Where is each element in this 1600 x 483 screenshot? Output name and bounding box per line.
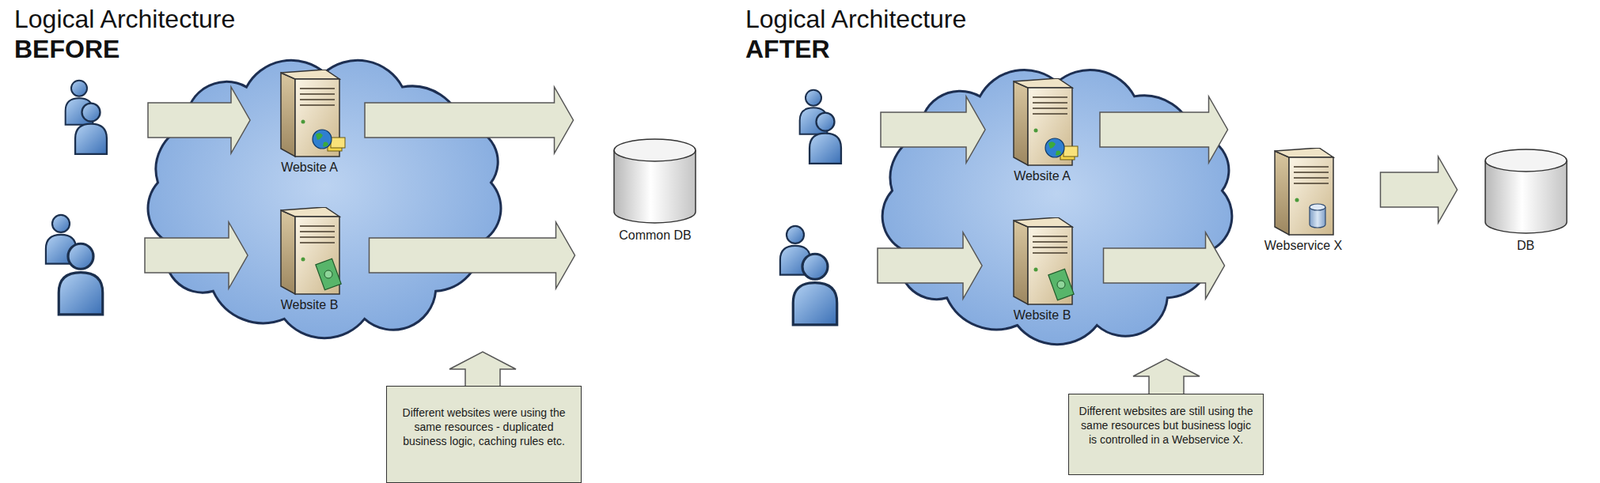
user-icon xyxy=(58,243,103,315)
block-arrow xyxy=(1103,232,1225,300)
node-label: Website A xyxy=(277,159,342,176)
server-icon xyxy=(280,69,340,157)
user-icon xyxy=(75,103,107,155)
block-arrow xyxy=(1099,96,1229,164)
block-arrow xyxy=(369,222,576,289)
note-text: Different websites were using the same r… xyxy=(396,405,572,449)
server-icon xyxy=(1013,78,1073,166)
user-icon xyxy=(809,113,842,164)
webservice-node: Webservice X xyxy=(1261,147,1346,255)
node-label: Website B xyxy=(277,297,342,314)
database-cylinder xyxy=(1485,149,1567,234)
db-badge xyxy=(1309,204,1326,228)
node-label: Website A xyxy=(1010,168,1074,185)
server-node: Website B xyxy=(277,207,342,314)
node-label: DB xyxy=(1482,238,1570,255)
server-node: Website B xyxy=(1010,217,1075,324)
note-box: Different websites were using the same r… xyxy=(386,386,582,483)
block-arrow xyxy=(364,87,574,154)
diagram-heading: Logical Architecture xyxy=(14,4,236,34)
server-icon xyxy=(1274,147,1334,236)
callout-arrow xyxy=(449,352,516,390)
diagram-subheading: AFTER xyxy=(745,34,831,64)
database-cylinder xyxy=(614,139,696,224)
diagram-heading: Logical Architecture xyxy=(745,4,967,34)
block-arrow xyxy=(880,96,986,164)
block-arrow xyxy=(1380,156,1458,224)
node-label: Website B xyxy=(1010,307,1075,324)
user-icon xyxy=(792,254,837,326)
server-node: Website A xyxy=(1010,78,1074,185)
database-node: Common DB xyxy=(613,137,698,244)
diagram-subheading: BEFORE xyxy=(14,34,120,64)
node-label: Webservice X xyxy=(1261,238,1346,255)
note-text: Different websites are still using the s… xyxy=(1078,404,1254,448)
database-node: DB xyxy=(1482,147,1570,255)
server-node: Website A xyxy=(277,69,342,176)
node-label: Common DB xyxy=(613,227,698,244)
users-group xyxy=(45,80,842,326)
callout-arrow xyxy=(1133,359,1200,398)
note-box: Different websites are still using the s… xyxy=(1068,394,1264,476)
block-arrow xyxy=(877,232,982,300)
cloud xyxy=(147,60,501,338)
block-arrow xyxy=(144,222,248,289)
cloud xyxy=(882,69,1233,345)
block-arrow xyxy=(147,87,251,154)
server-icons xyxy=(280,69,1567,305)
